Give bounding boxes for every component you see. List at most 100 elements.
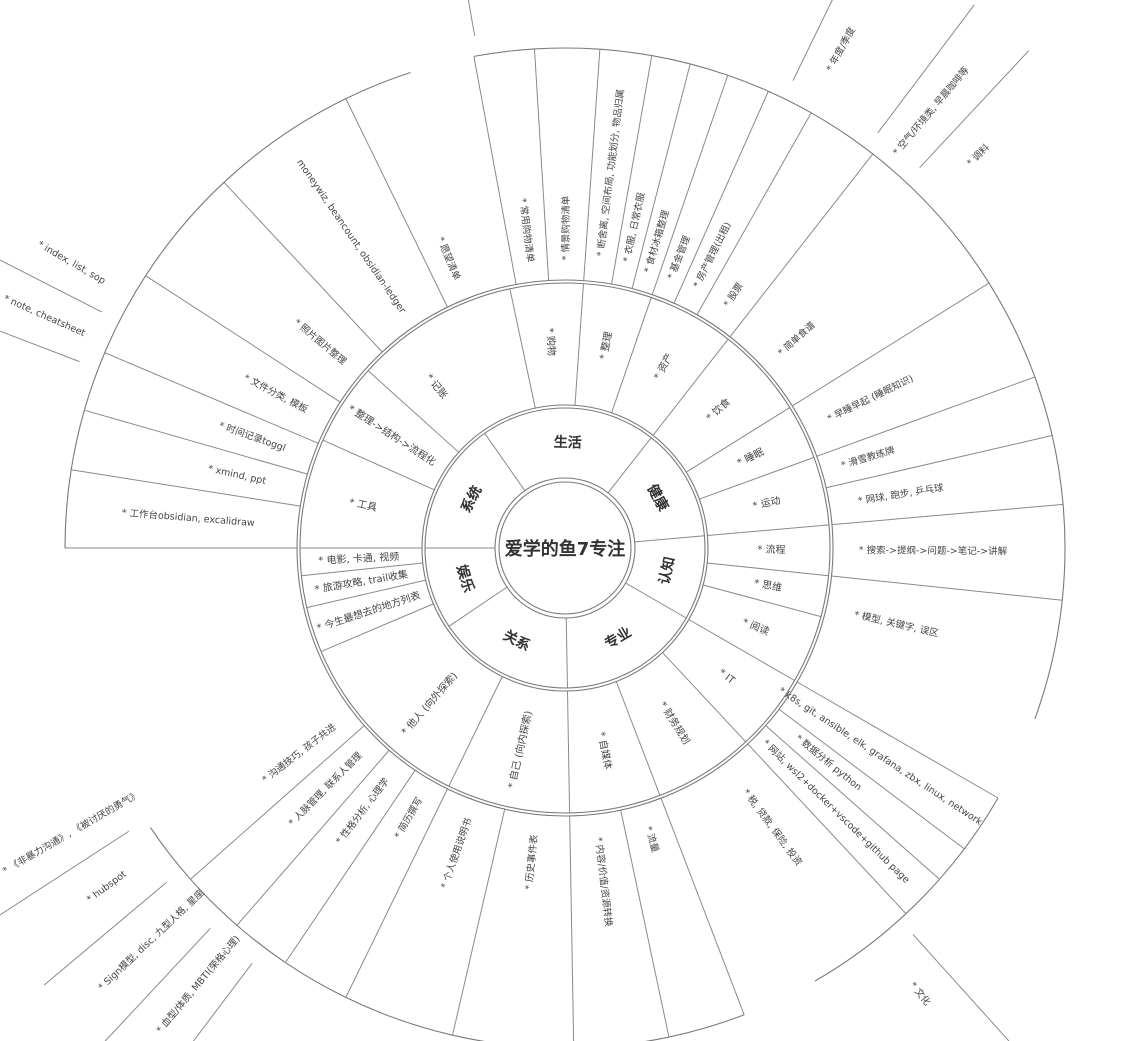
leaf-divider (583, 49, 601, 281)
outer-leaf-label: * note, cheatsheet (2, 293, 87, 339)
category-label: 系统 (457, 483, 485, 516)
leaf-label: * 内容/价值/资源转换 (592, 836, 614, 927)
leaf-label: * 税, 贷款, 保险, 投资 (740, 787, 805, 869)
leaf-outer-arc (452, 1034, 486, 1041)
category-divider (484, 433, 526, 491)
leaf-outer-arc (236, 924, 286, 963)
leaf-label: moneywiz, beancount, obsidian-ledger (294, 157, 407, 315)
leaf-outer-arc (651, 55, 691, 65)
outer-divider (792, 0, 833, 81)
leaf-label: * 衣服, 日常衣服 (621, 191, 648, 263)
outer-leaf-label: * hubspot (85, 869, 129, 906)
leaf-outer-arc (905, 878, 940, 915)
leaf-divider (284, 769, 416, 963)
subcategory-label: * 购物 (544, 327, 559, 356)
leaf-label: * 网球, 跑步, 乒乓球 (857, 482, 945, 507)
leaf-label: * 断舍离, 空间布局, 功能划分, 物品归属 (594, 88, 626, 257)
subcategory-divider (306, 579, 426, 609)
leaf-divider (533, 48, 550, 281)
subcategory-label: * 整理 (597, 330, 615, 360)
subcategory-label: * 记账 (423, 372, 450, 402)
leaf-divider (816, 376, 1036, 457)
subcategory-divider (662, 652, 747, 743)
subcategory-label: * 自己 (向内探索) (505, 709, 535, 789)
outer-divider (919, 50, 1030, 169)
center-ring-inner (498, 481, 632, 615)
subcategory-divider (686, 407, 790, 473)
category-label: 娱乐 (453, 563, 477, 595)
leaf-outer-arc (64, 469, 72, 549)
subcategory-label: * 自媒体 (595, 731, 615, 771)
level2-ring-double (296, 279, 834, 817)
leaf-divider (236, 749, 390, 926)
category-label: 专业 (602, 624, 635, 653)
leaf-label: * 基金管理 (665, 234, 693, 281)
leaf-label: * xmind, ppt (207, 464, 267, 488)
leaf-outer-arc (345, 71, 411, 100)
leaf-outer-arc (814, 913, 907, 982)
outer-divider (0, 259, 102, 313)
leaf-outer-arc (104, 275, 147, 353)
leaf-outer-arc (70, 410, 85, 470)
subcategory-label: * 旅游攻略, trail收集 (314, 567, 409, 595)
leaf-divider (831, 575, 1063, 601)
leaf-outer-arc (1051, 435, 1064, 505)
category-divider (625, 582, 687, 619)
leaf-divider (345, 98, 448, 308)
leaf-label: * 滑雪教练牌 (840, 444, 897, 471)
leaf-outer-arc (1061, 504, 1066, 601)
leaf-outer-arc (534, 47, 600, 50)
leaf-label: * 性格分析, 心理学 (333, 776, 391, 847)
subcategory-label: * 财务规划 (657, 699, 694, 747)
leaf-divider (84, 409, 308, 475)
subcategory-divider (566, 690, 571, 813)
category-label: 生活 (554, 434, 582, 452)
leaf-outer-arc (644, 1036, 670, 1041)
leaf-label: * 食材冰箱整理 (642, 208, 672, 274)
leaf-label: * k8s, git, ansible, elk, grafana, zbx, … (776, 685, 984, 828)
outer-divider (467, 0, 476, 36)
leaf-outer-arc (727, 74, 769, 92)
subcategory-divider (367, 370, 460, 453)
subcategory-label: * 资产 (651, 351, 676, 382)
labels: 生活* 购物* 常用购物清单* 情景购物清单* 整理* 断舍离, 空间布局, 功… (0, 24, 1008, 1036)
subcategory-divider (574, 283, 584, 406)
subcategory-label: * 思维 (753, 576, 783, 594)
leaf-label: * 时间记录toggl (217, 419, 287, 454)
subcategory-label: * 运动 (752, 494, 782, 512)
outer-leaf-label: * 《非暴力沟通》, 《被讨厌的勇气》 (0, 788, 141, 877)
category-divider (634, 535, 705, 543)
leaf-divider (611, 55, 653, 285)
leaf-label: * 模型, 关键字, 误区 (853, 608, 940, 639)
outer-leaf-label: * 血型/体质, MBTI(荣格心理) (154, 933, 243, 1036)
subcategory-divider (702, 584, 822, 618)
leaf-outer-arc (145, 181, 225, 276)
leaf-divider (765, 725, 940, 880)
leaf-label: * 搜索->提纲->问题->笔记->讲解 (859, 544, 1008, 557)
leaf-label: * 愿望清单 (434, 235, 462, 282)
leaf-outer-arc (939, 848, 965, 880)
outer-leaf-label: * 空气/环境类, 早晨咖啡等 (890, 64, 972, 158)
outer-leaf-label: * 年度/季度 (824, 24, 858, 73)
category-label: 认知 (656, 555, 679, 586)
leaf-label: * 个人使用说明书 (438, 816, 474, 890)
level1-ring (424, 407, 706, 689)
leaf-divider (223, 181, 383, 353)
outer-leaf-label: * 调料 (964, 141, 992, 168)
leaf-outer-arc (223, 98, 347, 183)
subcategory-label: * 整理->结构->流程化 (346, 402, 439, 469)
leaf-divider (651, 75, 729, 295)
outer-divider (192, 962, 253, 1041)
leaf-outer-arc (1034, 376, 1053, 436)
subcategory-divider (652, 338, 729, 436)
leaf-divider (71, 469, 301, 507)
leaf-outer-arc (963, 797, 999, 850)
subcategory-divider (615, 681, 661, 796)
subcategory-divider (322, 439, 435, 491)
center-ring (494, 477, 636, 619)
subcategory-divider (448, 676, 503, 787)
category-label: 关系 (500, 627, 533, 655)
rings (64, 47, 1066, 1041)
outer-leaf-label: * 文化 (907, 980, 933, 1009)
outer-divider (0, 330, 80, 363)
